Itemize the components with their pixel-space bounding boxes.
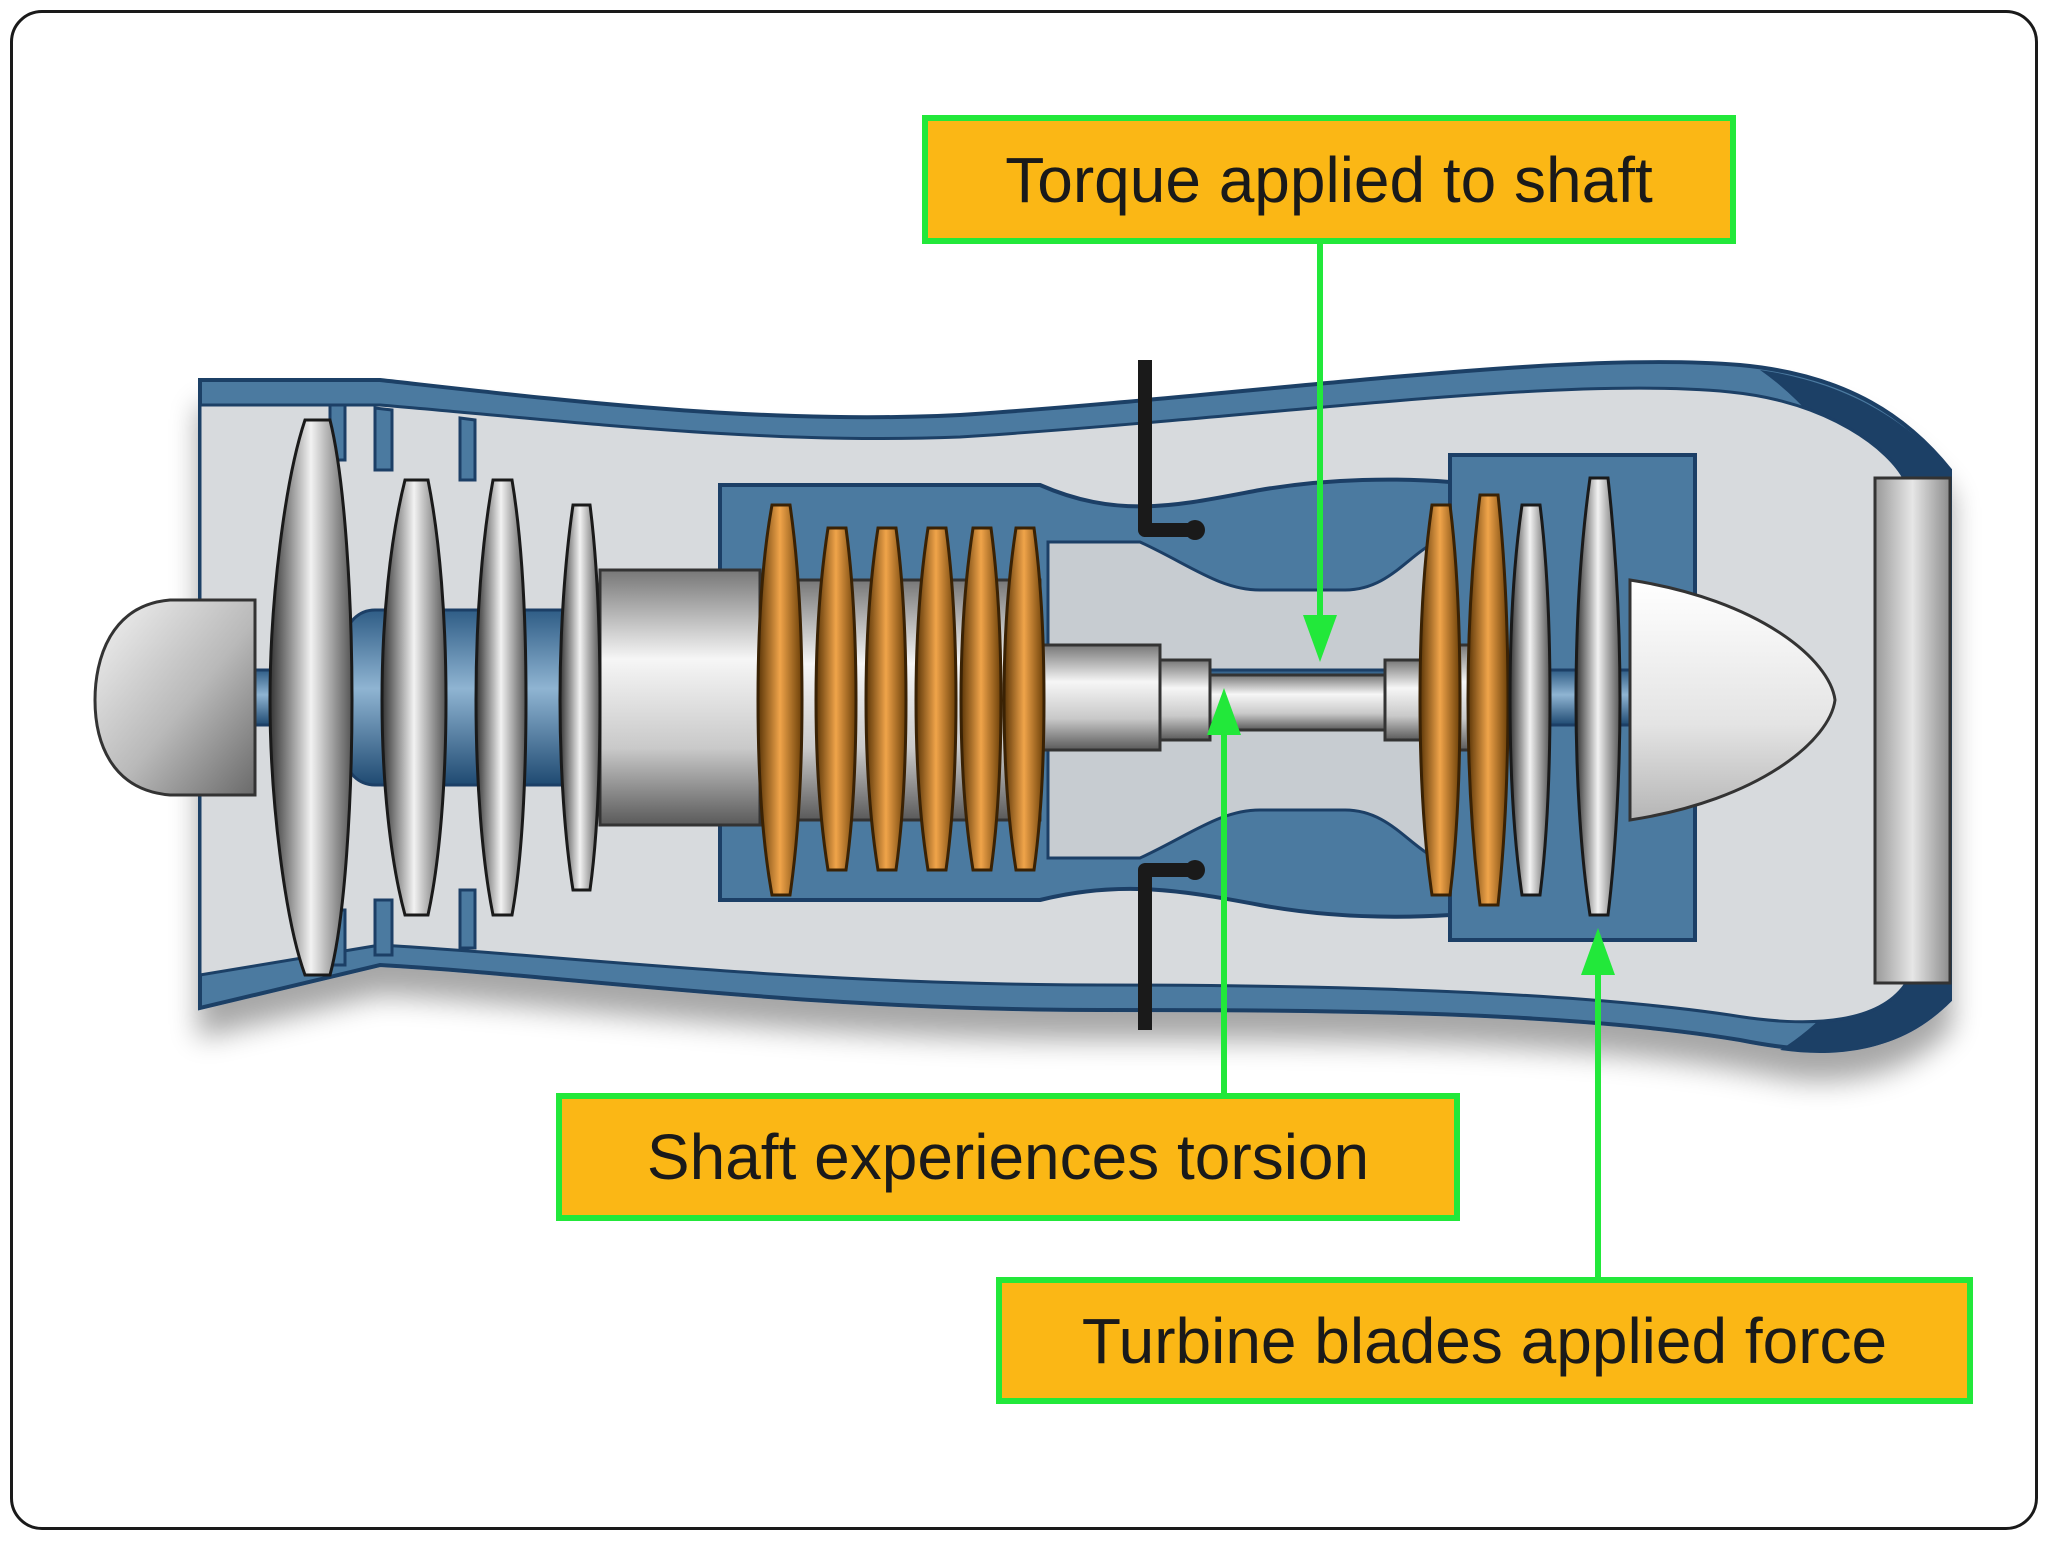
exhaust-nozzle — [1873, 476, 1952, 985]
exhaust-cone — [1628, 578, 1837, 822]
inlet-struts — [328, 403, 477, 967]
callout-arrows — [1207, 244, 1615, 1277]
fuel-lines — [1138, 360, 1190, 1030]
callout-shaft-torsion: Shaft experiences torsion — [556, 1093, 1460, 1221]
callout-turbine-force: Turbine blades applied force — [996, 1277, 1973, 1404]
nose-cone — [93, 598, 257, 797]
turbine-blades — [1508, 476, 1622, 917]
compressor-blades — [756, 493, 1510, 907]
fan-blades — [268, 418, 602, 977]
compressor-drum-gray — [598, 568, 762, 827]
callout-torque-applied: Torque applied to shaft — [922, 115, 1736, 244]
